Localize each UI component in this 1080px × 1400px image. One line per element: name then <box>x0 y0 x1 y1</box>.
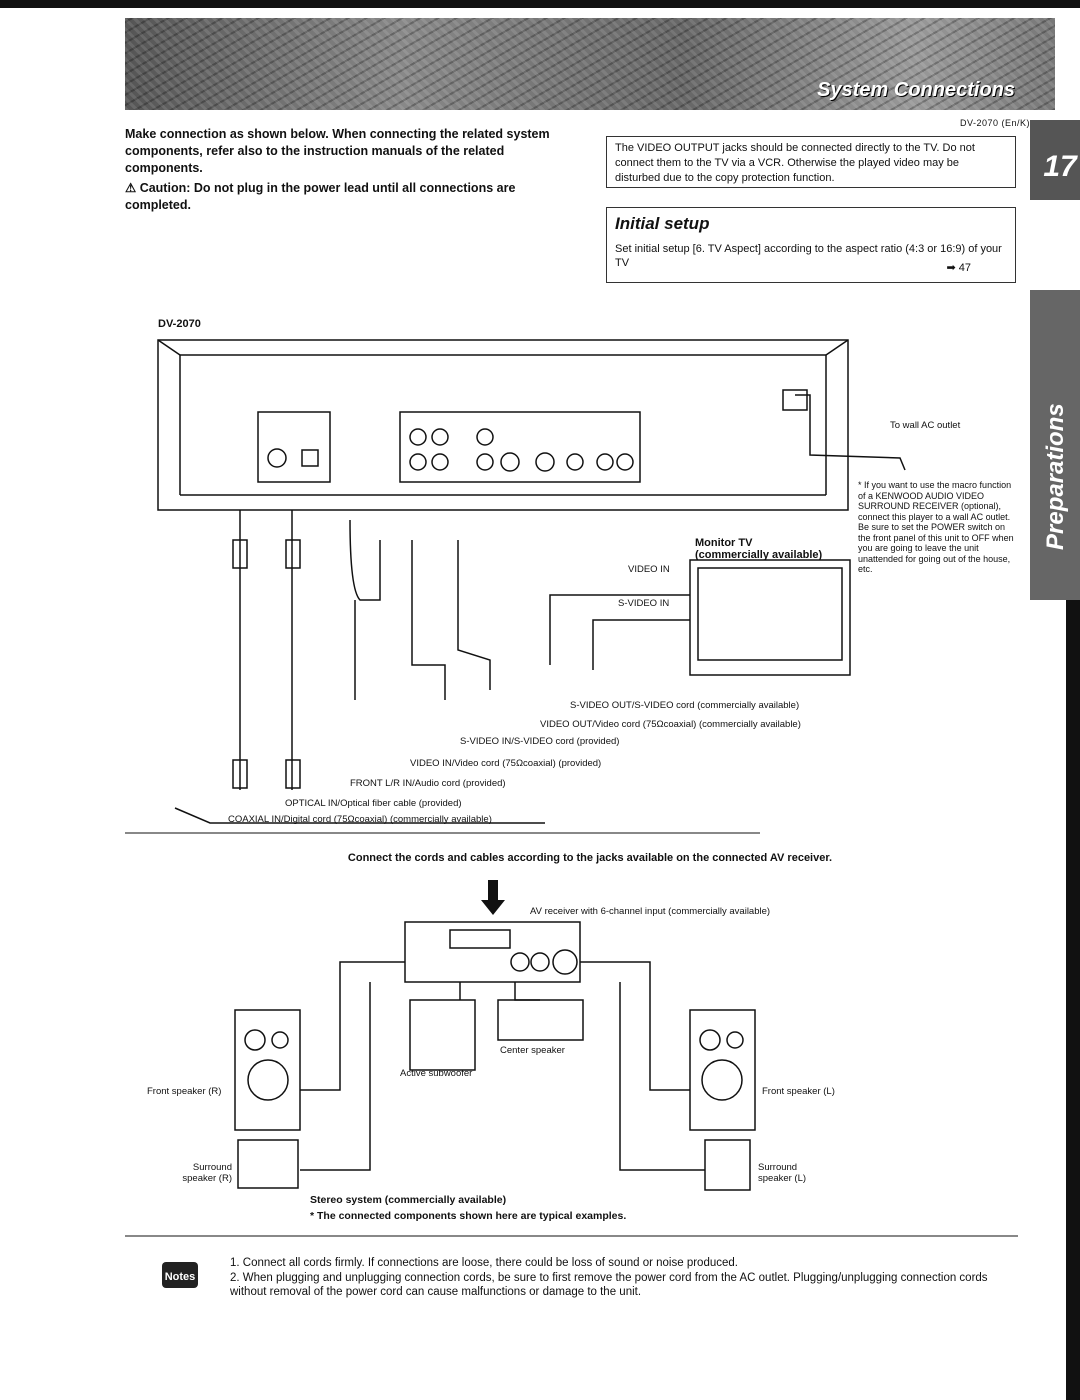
macro-note: * If you want to use the macro function … <box>858 480 1014 574</box>
video-in-label: VIDEO IN <box>628 564 670 575</box>
notes-list: 1. Connect all cords firmly. If connecti… <box>230 1256 1020 1300</box>
cord-coaxial: COAXIAL IN/Digital cord (75Ωcoaxial) (co… <box>228 814 492 825</box>
typical-note: * The connected components shown here ar… <box>310 1210 627 1222</box>
initial-setup-text: Set initial setup [6. TV Aspect] accordi… <box>615 243 1002 269</box>
cord-video-in: VIDEO IN/Video cord (75Ωcoaxial) (provid… <box>410 758 602 769</box>
player-rear-panel <box>157 339 849 511</box>
surround-r-label: Surround speaker (R) <box>180 1162 232 1184</box>
front-speaker-r <box>234 1009 301 1131</box>
center-speaker <box>497 999 584 1041</box>
surround-r-line2: speaker (R) <box>182 1173 232 1184</box>
note-item: 1. Connect all cords firmly. If connecti… <box>230 1257 738 1269</box>
monitor-sub: (commercially available) <box>695 549 823 561</box>
initial-setup-title: Initial setup <box>615 214 710 233</box>
initial-setup-page-ref: ➡ 47 <box>946 262 971 274</box>
coaxial-jack <box>267 448 287 468</box>
intro-text: Make connection as shown below. When con… <box>125 127 550 175</box>
center-speaker-label: Center speaker <box>500 1045 565 1056</box>
caution-text: ⚠ Caution: Do not plug in the power lead… <box>125 180 565 214</box>
surround-l-label: Surround speaker (L) <box>758 1162 806 1184</box>
surround-speaker-r <box>237 1139 299 1189</box>
initial-setup-box: Initial setup Set initial setup [6. TV A… <box>606 207 1016 283</box>
cord-svideo-in: S-VIDEO IN/S-VIDEO cord (provided) <box>460 736 620 747</box>
side-tab: 17 Preparations <box>1030 120 1080 600</box>
front-r-label: Front speaker (R) <box>147 1086 222 1097</box>
notes-icon-label: Notes <box>165 1271 196 1283</box>
front-l-label: Front speaker (L) <box>762 1086 835 1097</box>
note-item: 2. When plugging and unplugging connecti… <box>230 1272 988 1298</box>
surround-speaker-l <box>704 1139 751 1191</box>
active-subwoofer <box>409 999 476 1071</box>
doc-id: DV-2070 (En/K) <box>960 118 1031 128</box>
caution-label: Caution: Do not plug in the power lead u… <box>125 181 516 212</box>
surround-l-line2: speaker (L) <box>758 1173 807 1184</box>
page-title: System Connections <box>817 79 1015 101</box>
cord-optical: OPTICAL IN/Optical fiber cable (provided… <box>285 798 462 809</box>
side-tab-label: Preparations <box>1042 403 1069 550</box>
av-receiver <box>404 921 581 983</box>
cord-front-audio: FRONT L/R IN/Audio cord (provided) <box>350 778 506 789</box>
cord-video-out: VIDEO OUT/Video cord (75Ωcoaxial) (comme… <box>540 719 801 730</box>
stereo-label: Stereo system (commercially available) <box>310 1194 507 1206</box>
monitor-tv <box>689 559 851 676</box>
receiver-label: AV receiver with 6-channel input (commer… <box>530 906 771 917</box>
caution-icon: ⚠ <box>125 181 140 195</box>
page-number: 17 <box>1043 150 1078 183</box>
optical-jack <box>301 449 319 467</box>
connect-instruction: Connect the cords and cables according t… <box>347 852 833 864</box>
monitor-title: Monitor TV <box>695 537 753 549</box>
subwoofer-label: Active subwoofer <box>400 1068 473 1079</box>
page-header-banner: System Connections <box>125 18 1055 110</box>
right-edge-bar <box>1066 600 1080 1400</box>
svideo-in-label: S-VIDEO IN <box>618 598 670 609</box>
wall-outlet-label: To wall AC outlet <box>890 420 961 431</box>
surround-l-line1: Surround <box>758 1162 798 1173</box>
cord-svideo-out: S-VIDEO OUT/S-VIDEO cord (commercially a… <box>570 700 800 711</box>
front-speaker-l <box>689 1009 756 1131</box>
top-rule <box>0 0 1080 8</box>
monitor-label: Monitor TV <box>695 536 752 550</box>
surround-r-line1: Surround <box>192 1162 232 1173</box>
video-note-box: The VIDEO OUTPUT jacks should be connect… <box>606 136 1016 188</box>
model-label: DV-2070 <box>158 318 201 330</box>
notes-icon: Notes <box>160 1250 202 1292</box>
